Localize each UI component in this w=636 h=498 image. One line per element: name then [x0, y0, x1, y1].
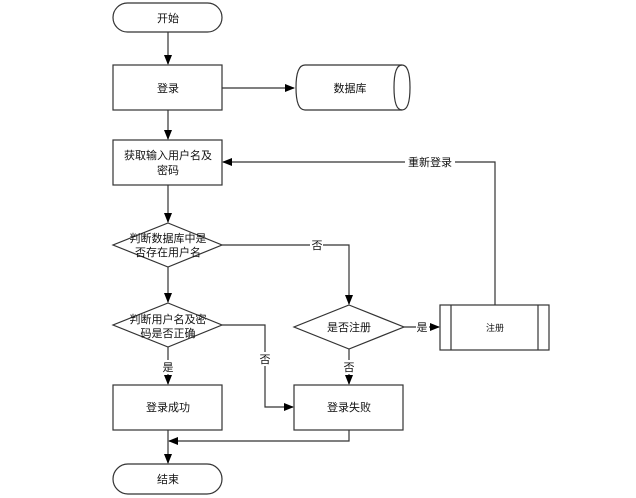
- start-label: 开始: [157, 11, 179, 25]
- get-input-label-line1: 获取输入用户名及: [124, 148, 212, 162]
- login-fail-process-shape: [293, 384, 404, 431]
- check-password-decision-shape: [111, 302, 224, 348]
- node-database: 数据库: [295, 64, 411, 111]
- database-label: 数据库: [334, 81, 367, 95]
- edge-user-not-exist: [222, 244, 353, 305]
- edge-label-register-yes: 是: [417, 321, 428, 334]
- ask-register-label: 是否注册: [327, 320, 371, 334]
- edges: [164, 32, 496, 464]
- start-terminator-shape: [112, 2, 223, 33]
- edge-password-wrong: [222, 324, 294, 411]
- node-start: 开始: [112, 2, 223, 33]
- edge-fail-to-merge: [168, 430, 350, 445]
- login-label: 登录: [157, 81, 179, 95]
- edge-label-relogin: 重新登录: [408, 155, 452, 169]
- login-fail-label: 登录失败: [327, 400, 371, 414]
- check-password-label-line1: 判断用户名及密: [130, 312, 207, 326]
- edge-label-register-no: 否: [344, 361, 355, 374]
- edge-label-user-not-exist: 否: [312, 239, 323, 252]
- edge-label-password-wrong: 否: [260, 353, 271, 366]
- get-input-process-shape: [112, 139, 223, 186]
- login-success-label: 登录成功: [146, 400, 190, 414]
- edge-labels: 重新登录 否 否 是 是 否: [161, 155, 455, 374]
- node-end: 结束: [112, 463, 223, 495]
- node-register: 注册: [439, 304, 550, 351]
- node-get-input: 获取输入用户名及 密码: [112, 139, 223, 186]
- check-user-label-line1: 判断数据库中是: [130, 231, 207, 245]
- register-process-shape: [439, 304, 550, 351]
- node-login-fail: 登录失败: [293, 384, 404, 431]
- node-login: 登录: [112, 64, 223, 111]
- edge-label-password-right: 是: [163, 361, 174, 374]
- node-check-password: 判断用户名及密 码是否正确: [111, 302, 224, 348]
- ask-register-decision-shape: [292, 304, 406, 350]
- database-storage-curve: [393, 64, 403, 111]
- login-success-process-shape: [112, 384, 223, 431]
- edge-relogin: [222, 158, 496, 305]
- node-login-success: 登录成功: [112, 384, 223, 431]
- check-user-label-line2: 否存在用户名: [135, 245, 201, 259]
- node-ask-register: 是否注册: [292, 304, 406, 350]
- get-input-label-line2: 密码: [157, 163, 179, 177]
- register-label: 注册: [486, 322, 504, 334]
- end-terminator-shape: [112, 463, 223, 495]
- login-process-shape: [112, 64, 223, 111]
- node-check-user: 判断数据库中是 否存在用户名: [111, 222, 224, 268]
- end-label: 结束: [157, 473, 179, 486]
- check-password-label-line2: 码是否正确: [141, 327, 196, 340]
- check-user-decision-shape: [111, 222, 224, 268]
